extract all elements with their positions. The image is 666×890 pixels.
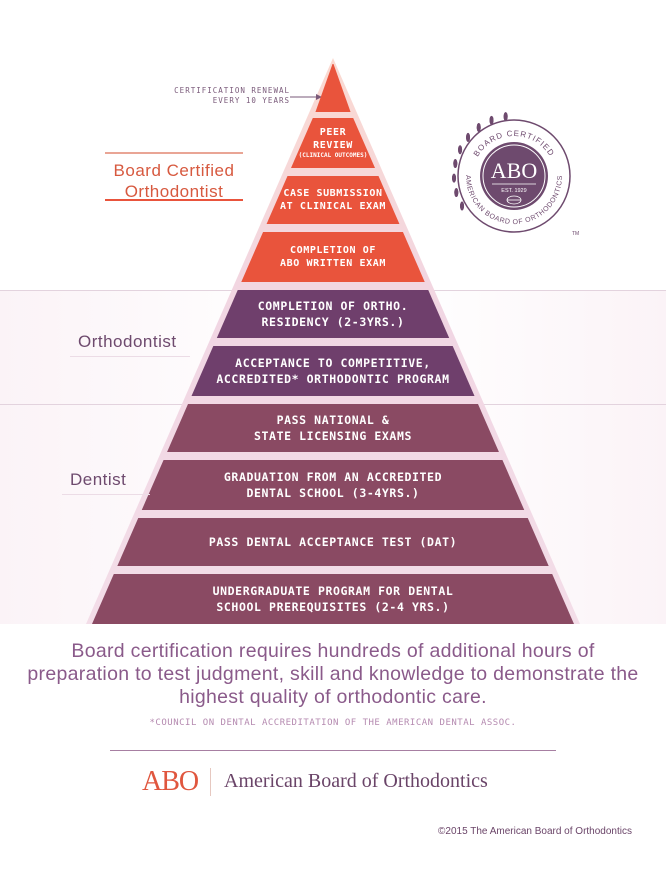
step-peer-review: PEER REVIEW(CLINICAL OUTCOMES) [286, 118, 380, 168]
step-undergraduate: UNDERGRADUATE PROGRAM FOR DENTAL SCHOOL … [212, 584, 454, 614]
footnote: *COUNCIL ON DENTAL ACCREDITATION OF THE … [149, 718, 517, 728]
step-dental-school-band [141, 460, 525, 510]
step-peer-review-sub: (CLINICAL OUTCOMES) [298, 152, 368, 159]
step-dental-school: GRADUATION FROM AN ACCREDITED DENTAL SCH… [223, 470, 443, 500]
step-undergraduate-band [92, 574, 574, 624]
tier-label-board-certified: Board Certified Orthodontist [113, 161, 235, 201]
tier-underline [105, 152, 243, 154]
seal-center-text: ABO [491, 158, 537, 183]
copyright: ©2015 The American Board of Orthodontics [438, 826, 632, 837]
step-licensing-exams: PASS NATIONAL & STATE LICENSING EXAMS [254, 413, 412, 443]
renewal-arrow-head [316, 94, 322, 100]
seal-inner-border [482, 144, 546, 208]
step-case-submission: CASE SUBMISSION AT CLINICAL EXAM [280, 188, 386, 212]
caption: Board certification requires hundreds of… [27, 640, 639, 708]
step-peer-review-text: PEER REVIEW [313, 127, 353, 151]
footer-logo: ABO [142, 766, 199, 797]
step-ortho-residency: COMPLETION OF ORTHO. RESIDENCY (2-3YRS.) [257, 299, 409, 329]
laurel-leaf [476, 122, 481, 132]
step-dat-band [117, 518, 549, 566]
step-case-submission-band [266, 176, 400, 224]
step-dat: PASS DENTAL ACCEPTANCE TEST (DAT) [208, 535, 458, 549]
laurel-leaf [489, 115, 494, 125]
seal-established: EST. 1929 [501, 188, 526, 194]
footer-logo-separator [210, 768, 211, 796]
step-abo-written-band [241, 232, 425, 282]
laurel-leaf [503, 112, 508, 122]
abo-seal: BOARD CERTIFIED AMERICAN BOARD OF ORTHOD… [452, 112, 579, 237]
seal-outer-ring [457, 119, 571, 233]
laurel-right-icon [452, 112, 508, 211]
tier-label-dentist: Dentist [70, 470, 127, 489]
laurel-leaf [452, 173, 457, 183]
laurel-leaf [454, 188, 459, 198]
laurel-leaf [453, 159, 458, 169]
step-licensing-band [167, 404, 499, 452]
laurel-leaf [466, 132, 471, 142]
step-orthodontic-program: ACCEPTANCE TO COMPETITIVE, ACCREDITED* O… [216, 356, 450, 386]
tier-underline [62, 494, 150, 495]
tier-label-orthodontist: Orthodontist [78, 332, 177, 351]
step-abo-written-exam: COMPLETION OF ABO WRITTEN EXAM [280, 245, 386, 269]
seal-inner-ring [480, 142, 548, 210]
pyramid [86, 58, 580, 624]
step-orthodontic-program-band [191, 346, 475, 396]
step-peer-review-band [290, 118, 376, 168]
renewal-note: CERTIFICATION RENEWAL EVERY 10 YEARS [174, 86, 290, 105]
laurel-leaf [458, 145, 463, 155]
laurel-leaf [460, 201, 465, 211]
tier-underline [70, 356, 190, 357]
seal-trademark: TM [572, 231, 579, 237]
step-renewal-cap [315, 64, 351, 112]
seal-emblem-icon [506, 195, 522, 205]
footer-rule [110, 750, 556, 751]
footer-org-name: American Board of Orthodontics [224, 770, 488, 792]
tier-underline [105, 199, 243, 201]
step-ortho-residency-band [216, 290, 450, 338]
